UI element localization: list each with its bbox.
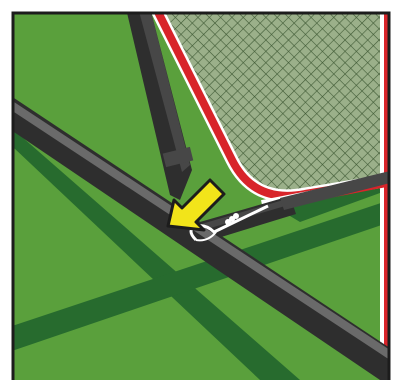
pointer-arrow-icon — [166, 178, 226, 232]
net-edge-right-white — [380, 14, 384, 380]
net-panel — [156, 14, 388, 196]
upright-collar — [162, 146, 194, 168]
image-border — [11, 11, 391, 380]
shadow-diagonal-left — [14, 130, 300, 380]
net-base-tube — [280, 171, 388, 210]
net-edge-right — [382, 14, 388, 380]
top-strip — [0, 0, 402, 14]
upright-tube-highlight — [139, 14, 190, 172]
shadow-diagonal-right — [14, 200, 388, 351]
